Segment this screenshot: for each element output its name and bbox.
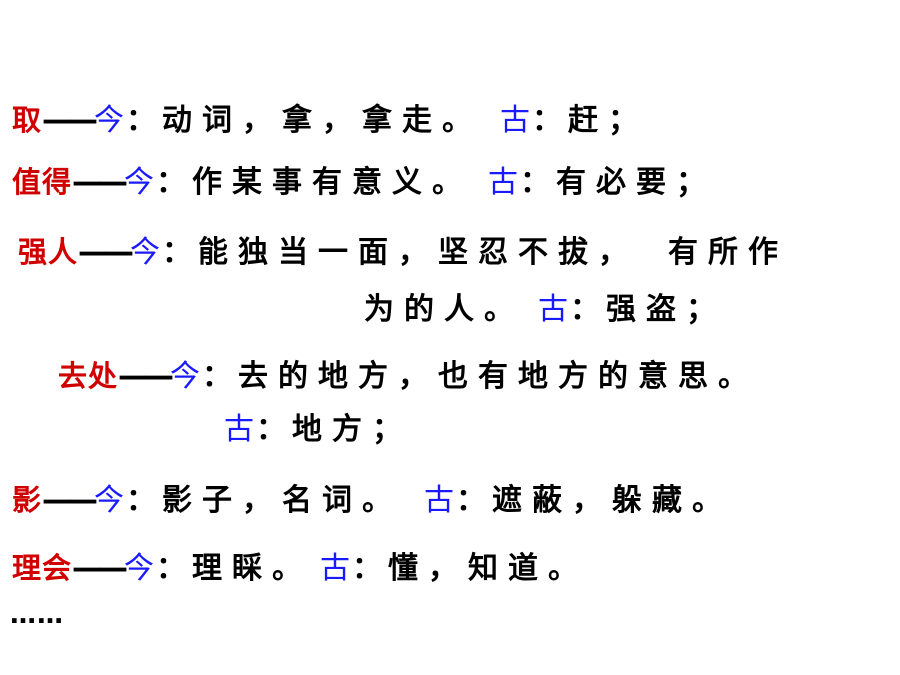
modern-meaning: 理睬。 bbox=[192, 551, 313, 586]
ancient-label: 古 bbox=[424, 483, 455, 518]
ancient-meaning: 有必要； bbox=[556, 165, 717, 200]
modern-meaning: 作某事有意义。 bbox=[192, 165, 473, 200]
entry-zhide: 值得——今：作某事有意义。古：有必要； bbox=[12, 162, 716, 203]
modern-label: 今 bbox=[94, 483, 125, 518]
term: 值得 bbox=[12, 165, 73, 199]
ancient-meaning: 强盗； bbox=[606, 292, 726, 327]
colon: ： bbox=[156, 551, 187, 586]
modern-meaning: 去的地方，也有地方的意思。 bbox=[238, 359, 759, 394]
colon: ： bbox=[352, 551, 383, 586]
term: 影 bbox=[12, 483, 43, 517]
colon: ： bbox=[532, 103, 563, 138]
dash: —— bbox=[72, 551, 128, 586]
modern-meaning: 影子，名词。 bbox=[162, 483, 403, 518]
colon: ： bbox=[456, 483, 487, 518]
ancient-meaning: 地方； bbox=[292, 412, 412, 447]
modern-label: 今 bbox=[130, 235, 161, 270]
colon: ： bbox=[202, 359, 233, 394]
modern-label: 今 bbox=[124, 551, 155, 586]
ellipsis: …… bbox=[10, 600, 64, 630]
dash: —— bbox=[78, 235, 134, 270]
entry-qiangren-line2: 为的人。古：强盗； bbox=[364, 290, 726, 330]
ancient-label: 古 bbox=[538, 292, 568, 327]
modern-label: 今 bbox=[94, 103, 125, 138]
term: 取 bbox=[12, 103, 43, 137]
colon: ： bbox=[256, 412, 286, 447]
modern-label: 今 bbox=[170, 359, 201, 394]
ancient-label: 古 bbox=[320, 551, 351, 586]
colon: ： bbox=[162, 235, 193, 270]
colon: ： bbox=[570, 292, 600, 327]
dash: —— bbox=[118, 359, 174, 394]
colon: ： bbox=[126, 103, 157, 138]
modern-meaning-cont: 有所作 bbox=[668, 235, 789, 270]
ancient-meaning: 赶； bbox=[568, 103, 649, 138]
ancient-label: 古 bbox=[224, 412, 254, 447]
term: 强人 bbox=[18, 235, 79, 269]
modern-meaning: 能独当一面，坚忍不拔， bbox=[198, 235, 639, 270]
term: 去处 bbox=[58, 359, 119, 393]
term: 理会 bbox=[12, 551, 73, 585]
ancient-label: 古 bbox=[500, 103, 531, 138]
entry-lihui: 理会——今：理睬。古：懂，知道。 bbox=[12, 548, 588, 589]
entry-qu: 取——今：动词，拿，拿走。古：赶； bbox=[12, 100, 648, 141]
ancient-label: 古 bbox=[488, 165, 519, 200]
entry-qiangren: 强人——今：能独当一面，坚忍不拔， 有所作 bbox=[18, 232, 788, 273]
entry-quchu: 去处——今：去的地方，也有地方的意思。 bbox=[58, 356, 758, 397]
entry-ying: 影——今：影子，名词。古：遮蔽，躲藏。 bbox=[12, 480, 732, 521]
colon: ： bbox=[520, 165, 551, 200]
colon: ： bbox=[156, 165, 187, 200]
colon: ： bbox=[126, 483, 157, 518]
ancient-meaning: 遮蔽，躲藏。 bbox=[492, 483, 733, 518]
entry-quchu-line2: 古：地方； bbox=[224, 410, 412, 450]
modern-label: 今 bbox=[124, 165, 155, 200]
modern-meaning: 动词，拿，拿走。 bbox=[162, 103, 483, 138]
dash: —— bbox=[72, 165, 128, 200]
ancient-meaning: 懂，知道。 bbox=[388, 551, 589, 586]
modern-meaning-line2: 为的人。 bbox=[364, 292, 524, 327]
dash: —— bbox=[42, 483, 98, 518]
dash: —— bbox=[42, 103, 98, 138]
